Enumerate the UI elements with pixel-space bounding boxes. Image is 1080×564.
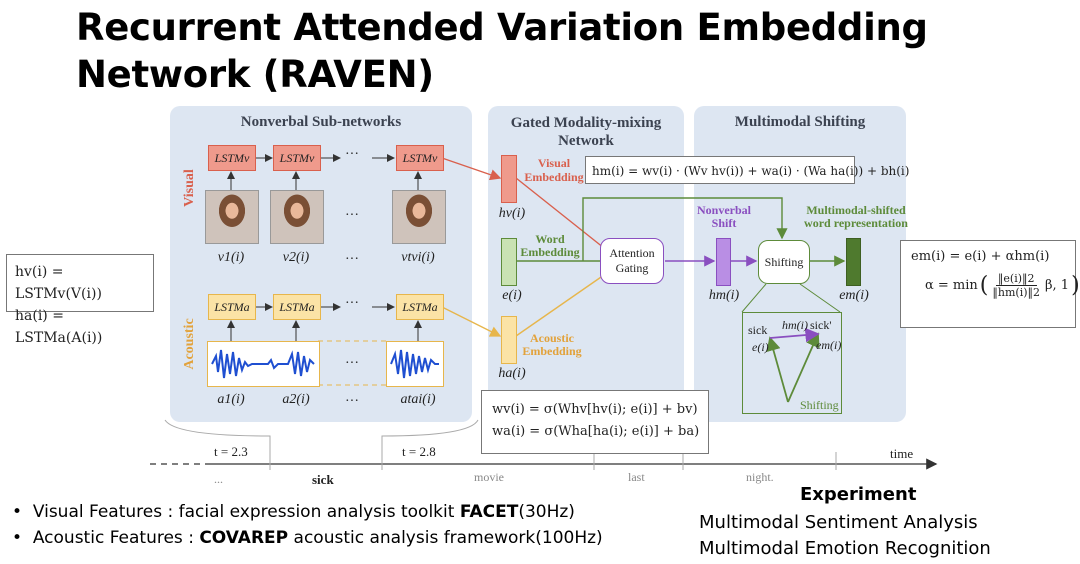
shifting-panel-title: Multimodal Shifting xyxy=(734,114,866,130)
inset-zoom-line xyxy=(741,283,767,313)
face-frame-image xyxy=(205,190,259,244)
experiment-item: Multimodal Emotion Recognition xyxy=(699,538,991,559)
face-ellipsis: ··· xyxy=(345,208,359,223)
bullet-acoustic-features: • Acoustic Features : COVAREP acoustic a… xyxy=(12,528,603,548)
nonverbal-panel-title: Nonverbal Sub-networks xyxy=(240,114,402,130)
timeline-word: night. xyxy=(746,470,774,484)
inset-sick: sick xyxy=(748,323,768,337)
acoustic-lstm-cell: LSTMa xyxy=(273,294,321,320)
visual-lstm-ellipsis: ··· xyxy=(345,147,359,162)
acoustic-embedding-bar xyxy=(501,316,517,364)
inset-hm: hm(i) xyxy=(782,318,808,332)
inset-em: em(i) xyxy=(816,338,842,352)
visual-input-label: v2(i) xyxy=(282,250,310,265)
em-equation-box: em(i) = e(i) + αhm(i) α = min ( ‖e(i)‖2 … xyxy=(900,240,1080,328)
bullet-dot: • xyxy=(12,528,33,548)
acoustic-lstm-ellipsis: ··· xyxy=(345,296,359,311)
slide-title: Recurrent Attended Variation Embedding N… xyxy=(76,6,928,96)
acoustic-input-label: a2(i) xyxy=(282,392,310,407)
alpha-equation: α = min ( ‖e(i)‖2 ‖hm(i)‖2 β, 1 ) xyxy=(925,272,1080,299)
em-label: em(i) xyxy=(839,288,869,303)
sick-bracket xyxy=(164,419,271,448)
waveform-ellipsis: ··· xyxy=(345,356,359,371)
shifting-node: Shifting xyxy=(758,240,810,284)
output-embedding-bar xyxy=(846,238,861,286)
alpha-paren-close: ) xyxy=(1071,273,1080,298)
acoustic-input-label: a1(i) xyxy=(217,392,245,407)
inset-shifting-label: Shifting xyxy=(800,398,839,412)
bullet-dot: • xyxy=(12,502,33,522)
acoustic-embedding-label: Acoustic Embedding xyxy=(522,331,582,358)
alpha-paren-open: ( xyxy=(979,273,989,298)
inset-em-vector xyxy=(787,332,820,403)
visual-lstm-cell: LSTMv xyxy=(273,145,321,171)
visual-embedding-label: Visual Embedding xyxy=(524,156,584,184)
visual-to-gating-line xyxy=(515,177,605,249)
alpha-fraction: ‖e(i)‖2 ‖hm(i)‖2 xyxy=(992,272,1041,299)
acoustic-input-ellipsis: ··· xyxy=(345,394,359,409)
inset-e: e(i) xyxy=(752,340,769,354)
waveform-icon xyxy=(211,349,315,379)
timeline-word: movie xyxy=(474,470,504,484)
waveform-icon xyxy=(390,349,439,379)
hv-label: hv(i) xyxy=(498,206,526,221)
lstm-equations-box: hv(i) = LSTMv(V(i)) ha(i) = LSTMa(A(i)) xyxy=(6,254,154,346)
bullet-visual-features: • Visual Features : facial expression an… xyxy=(12,502,575,522)
acoustic-to-gating-line xyxy=(515,274,605,337)
hm-equation-box: hm(i) = wv(i) · (Wv hv(i)) + wa(i) · (Wa… xyxy=(585,156,909,184)
experiment-item: Multimodal Sentiment Analysis xyxy=(699,512,978,533)
word-embedding-label: Word Embedding xyxy=(520,232,580,259)
timeline-word: sick xyxy=(312,472,334,487)
multimodal-shifted-label: Multimodal-shifted word representation xyxy=(804,203,908,230)
timeline-t1: t = 2.3 xyxy=(214,444,248,459)
visual-to-embedding-arrow xyxy=(441,157,502,181)
face-frame-image xyxy=(392,190,446,244)
word-bypass-line xyxy=(582,197,788,261)
acoustic-lstm-cell: LSTMa xyxy=(396,294,444,320)
word-embedding-bar xyxy=(501,238,517,286)
timeline-time-label: time xyxy=(890,446,914,461)
gate-weight-equations-box: wv(i) = σ(Whv[hv(i); e(i)] + bv) wa(i) =… xyxy=(481,390,709,454)
waveform-frame xyxy=(386,341,444,387)
face-frame-image xyxy=(270,190,324,244)
ha-label: ha(i) xyxy=(498,366,526,381)
visual-input-label: vtvi(i) xyxy=(401,250,435,265)
visual-input-label: v1(i) xyxy=(217,250,245,265)
visual-lstm-cell: LSTMv xyxy=(208,145,256,171)
visual-lstm-cell: LSTMv xyxy=(396,145,444,171)
timeline-t2: t = 2.8 xyxy=(402,444,436,459)
inset-zoom-line xyxy=(799,283,841,313)
gated-panel-title: Gated Modality-mixing Network xyxy=(510,115,662,149)
inset-e-vector xyxy=(766,336,789,403)
inset-hm-vector xyxy=(769,327,820,343)
hm-label: hm(i) xyxy=(708,288,740,303)
nonverbal-shift-bar xyxy=(716,238,731,286)
shifting-inset xyxy=(742,312,842,414)
visual-embedding-bar xyxy=(501,155,517,203)
sick-bracket xyxy=(381,419,479,448)
acoustic-to-embedding-arrow xyxy=(441,306,502,337)
timeline-word: ... xyxy=(214,472,223,486)
inset-sick-prime: sick' xyxy=(810,318,832,332)
waveform-frame xyxy=(207,341,320,387)
timeline-word: last xyxy=(628,470,645,484)
attention-gating-node: Attention Gating xyxy=(600,238,664,284)
e-label: e(i) xyxy=(502,288,522,303)
experiment-heading: Experiment xyxy=(800,484,917,505)
visual-input-ellipsis: ··· xyxy=(345,252,359,267)
acoustic-input-label: atai(i) xyxy=(400,392,436,407)
nonverbal-shift-label: Nonverbal Shift xyxy=(697,203,751,230)
acoustic-lstm-cell: LSTMa xyxy=(208,294,256,320)
